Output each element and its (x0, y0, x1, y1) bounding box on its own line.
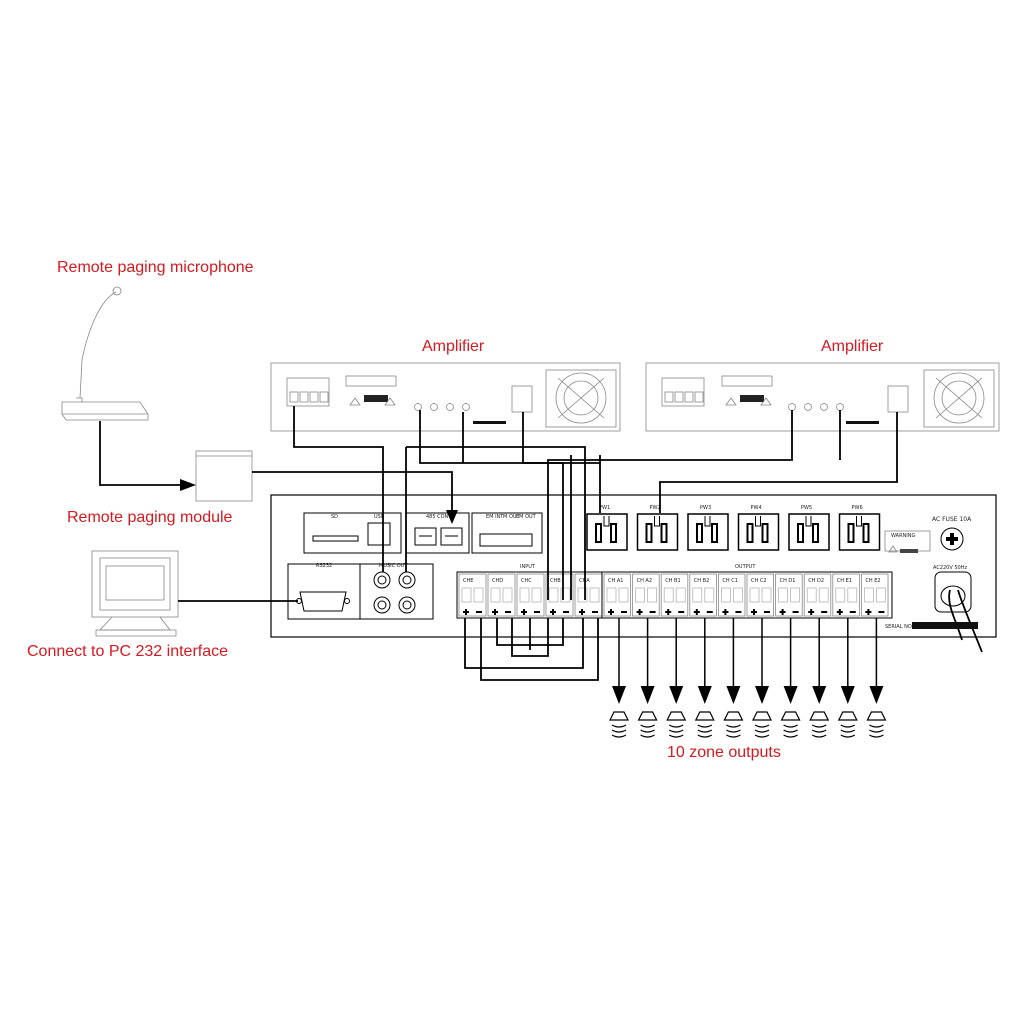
power-socket-icon (934, 571, 983, 653)
zone-speaker-icon (780, 618, 801, 738)
output-title: OUTPUT (735, 564, 756, 570)
input-chb: CHB (545, 573, 574, 617)
output-chd2: CH D2 (803, 573, 832, 617)
output-label: CH D1 (780, 578, 796, 584)
power-outlet-label: PW6 (852, 505, 863, 511)
zone-speaker-icon (837, 618, 858, 738)
ac-power-label: AC220V 50Hz (933, 565, 967, 571)
music-out-label: MUSIC OUT (379, 563, 408, 569)
ac-fuse-label: AC FUSE 10A (932, 516, 972, 523)
power-outlet-label: PW3 (700, 505, 711, 511)
rs485-block: 485 CON (405, 512, 470, 554)
em-in-label: EM IN (486, 514, 501, 520)
output-label: CH A1 (608, 578, 623, 584)
amplifier-left-fan (545, 369, 617, 428)
zone-speaker-icon (809, 618, 830, 738)
controller-rear-panel: SD USB 485 CON EM IN TM OUT EM OUT RS232 (270, 494, 997, 653)
input-label: CHB (550, 578, 561, 584)
output-chb2: CH B2 (689, 573, 717, 617)
zone-speaker-icon (723, 618, 744, 738)
output-label: CH C2 (751, 578, 767, 584)
em-out-label: EM OUT (516, 514, 537, 520)
input-che: CHE (458, 573, 487, 617)
input-label: CHC (521, 578, 532, 584)
amplifier-right-fan (923, 369, 995, 428)
output-che2: CH E2 (861, 573, 889, 617)
power-outlet-5: PW5 (788, 505, 830, 551)
em-tm-block: EM IN TM OUT EM OUT (471, 512, 543, 554)
zone-speaker-icon (694, 618, 715, 738)
zone-speaker-icon (637, 618, 658, 738)
input-chd: CHD (487, 573, 516, 617)
input-title: INPUT (520, 564, 536, 570)
power-outlets: PW1 PW2 PW3 PW4 PW5 PW6 (586, 505, 881, 551)
paging-module-label: Remote paging module (67, 509, 233, 526)
microphone-label: Remote paging microphone (57, 259, 254, 276)
input-cha: CHA (574, 573, 603, 617)
amplifier-right (645, 362, 1000, 432)
output-label: CH B2 (694, 578, 709, 584)
power-outlet-label: PW1 (599, 505, 610, 511)
zone-output-speakers (609, 618, 887, 738)
pc-label: Connect to PC 232 interface (27, 643, 229, 660)
arrow-to-485-icon (446, 510, 458, 524)
tm-out-label: TM OUT (499, 514, 521, 520)
zone-speaker-icon (866, 618, 887, 738)
amplifier-right-terminals (661, 377, 705, 407)
input-label: CHD (492, 578, 503, 584)
power-outlet-label: PW5 (801, 505, 812, 511)
output-label: CH E1 (837, 578, 852, 584)
zone-outputs-label: 10 zone outputs (667, 744, 781, 761)
output-chd1: CH D1 (775, 573, 803, 617)
input-chc: CHC (516, 573, 545, 617)
output-chc1: CH C1 (718, 573, 746, 617)
rs485-label: 485 CON (426, 514, 449, 520)
output-cha2: CH A2 (632, 573, 660, 617)
amplifier-left (270, 362, 621, 432)
power-outlet-label: PW2 (650, 505, 661, 511)
paging-module-icon (195, 450, 253, 502)
output-label: CH A2 (637, 578, 652, 584)
output-label: CH B1 (665, 578, 680, 584)
rs232-music-block: RS232 MUSIC OUT (287, 563, 434, 620)
power-outlet-label: PW4 (751, 505, 762, 511)
sd-usb-block: SD USB (303, 512, 402, 554)
power-outlet-1: PW1 (586, 505, 628, 551)
zone-speaker-icon (609, 618, 629, 738)
power-outlet-2: PW2 (636, 505, 679, 551)
output-label: CH C1 (722, 578, 738, 584)
input-terminals: CHE CHD CHC CHB CHA (458, 573, 603, 617)
serial-label: SERIAL NO. (885, 624, 914, 630)
warning-labels: WARNING (884, 530, 931, 553)
output-label: CH D2 (808, 578, 824, 584)
rs232-label: RS232 (316, 563, 332, 569)
fuse-icon (940, 527, 964, 551)
output-label: CH E2 (865, 578, 880, 584)
power-outlet-3: PW3 (687, 505, 729, 551)
db9-connector-icon (296, 591, 350, 612)
zone-speaker-icon (752, 618, 772, 738)
power-outlet-4: PW4 (737, 505, 780, 551)
output-che1: CH E1 (832, 573, 860, 617)
input-label: CHE (463, 578, 473, 584)
arrow-to-module-icon (180, 479, 196, 491)
wiring (99, 406, 898, 681)
usb-label: USB (374, 514, 385, 520)
power-outlet-6: PW6 (838, 505, 881, 551)
amplifier-left-label: Amplifier (422, 338, 485, 355)
output-chc2: CH C2 (746, 573, 775, 617)
amplifier-left-terminals (286, 377, 330, 407)
sd-label: SD (331, 514, 338, 520)
output-cha1: CH A1 (603, 573, 632, 617)
warning-text: WARNING (891, 533, 916, 539)
output-terminals: CH A1 CH A2 CH B1 CH B2 CH C1 CH C2 CH D1 CH D2… (603, 573, 889, 617)
pc-icon (91, 550, 179, 637)
amplifier-right-label: Amplifier (821, 338, 884, 355)
zone-speaker-icon (666, 618, 687, 738)
output-chb1: CH B1 (660, 573, 689, 617)
paging-microphone-icon (61, 286, 149, 421)
